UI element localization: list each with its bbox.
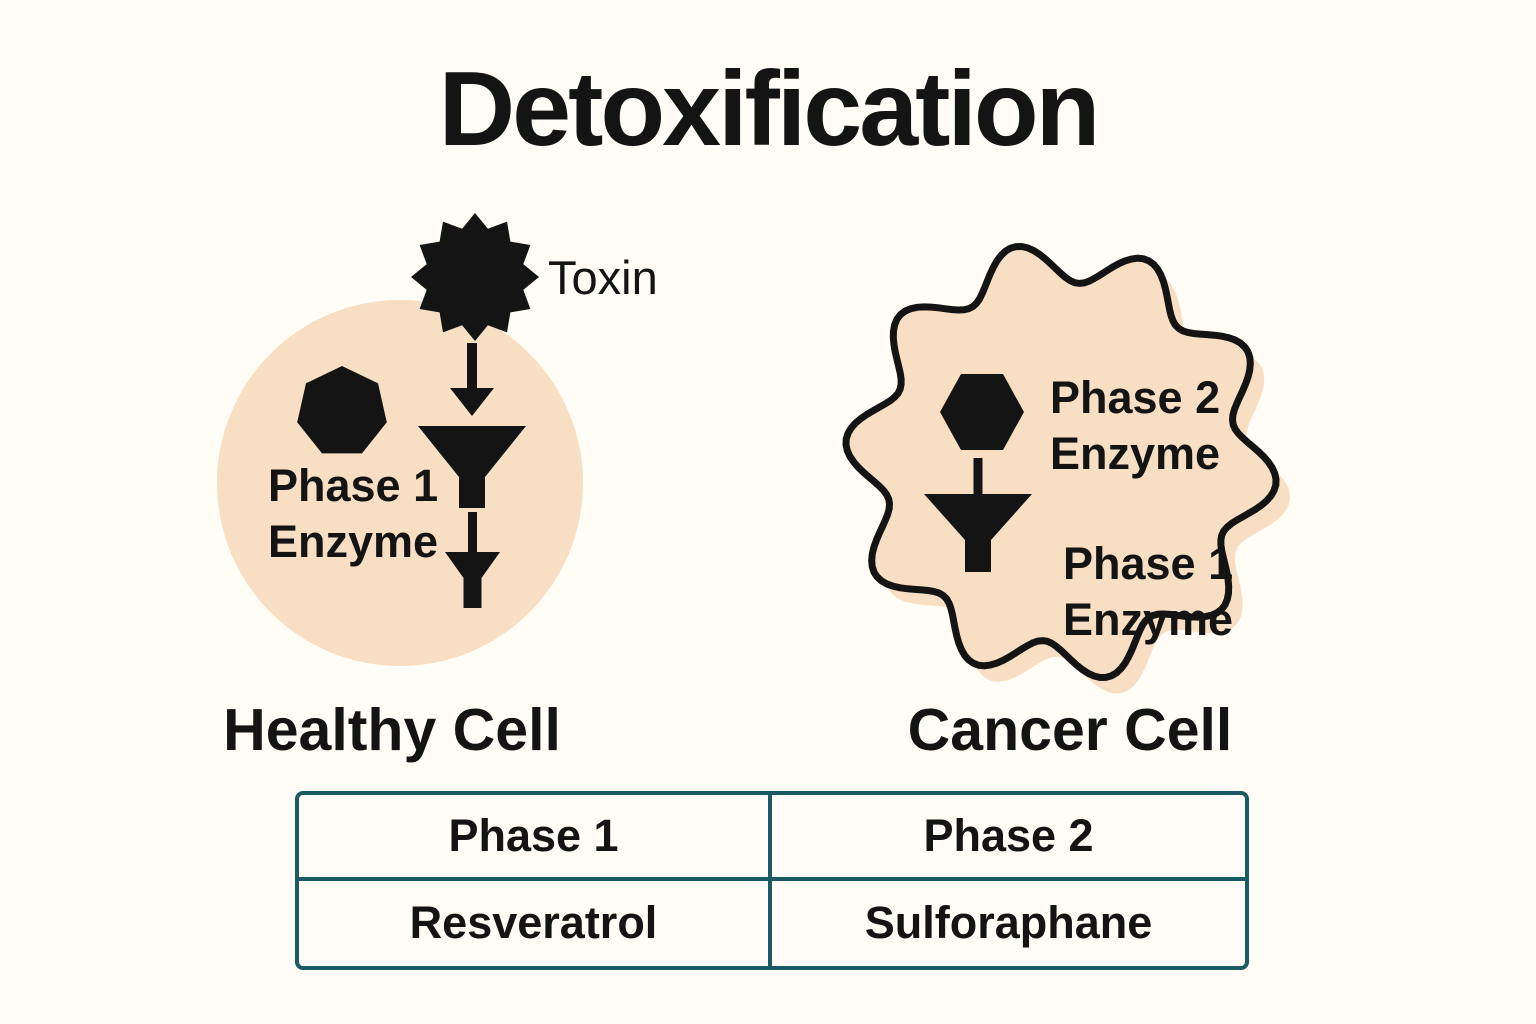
table-value-phase2: Sulforaphane [864, 897, 1153, 949]
phase2-enzyme-icon [940, 374, 1024, 450]
table-value-phase1: Resveratrol [299, 880, 772, 966]
healthy-cell-caption: Healthy Cell [223, 697, 561, 763]
phase1-enzyme-label-cancer: Phase 1 Enzyme [1063, 536, 1233, 648]
phase1-enzyme-label-line1: Phase 1 [268, 460, 439, 511]
table-header-phase2: Phase 2 [772, 795, 1245, 881]
phase1-enzyme-label-line1: Phase 1 [1063, 538, 1234, 589]
toxin-icon [411, 213, 539, 341]
phase2-enzyme-label-line1: Phase 2 [1050, 372, 1221, 423]
funnel-icon-small [445, 512, 500, 608]
down-arrow-icon [450, 343, 494, 416]
phase2-enzyme-label-cancer: Phase 2 Enzyme [1050, 370, 1220, 482]
healthy-cell-body [217, 300, 583, 666]
funnel-icon-large [418, 426, 526, 508]
phase1-enzyme-label-line2: Enzyme [268, 516, 439, 567]
phase-summary-table: Phase 1 Phase 2 Resveratrol Sulforaphane [295, 791, 1249, 970]
phase1-enzyme-label-healthy: Phase 1 Enzyme [268, 458, 438, 570]
toxin-label: Toxin [548, 251, 658, 304]
cancer-cell-body [842, 242, 1290, 694]
cancer-cell-caption: Cancer Cell [907, 697, 1233, 763]
funnel-icon-cancer [924, 458, 1032, 572]
phase1-enzyme-icon [297, 366, 387, 454]
page-title: Detoxification [438, 50, 1101, 168]
phase1-enzyme-label-line2: Enzyme [1063, 594, 1234, 645]
table-header-phase1: Phase 1 [299, 795, 772, 881]
phase2-enzyme-label-line2: Enzyme [1050, 428, 1221, 479]
